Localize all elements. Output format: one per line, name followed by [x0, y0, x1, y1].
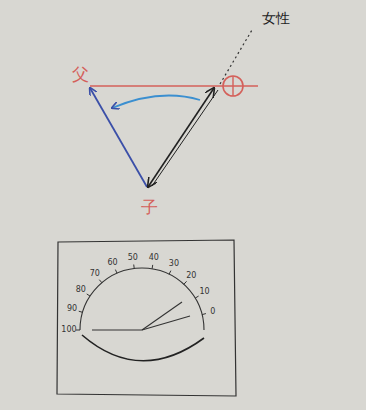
scale-number: 100: [61, 326, 76, 334]
scale-tick: [152, 265, 154, 269]
scale-number: 30: [169, 260, 179, 268]
scale-number: 80: [76, 286, 86, 294]
annotation-text: 女性: [262, 11, 290, 25]
vertex-label: 父: [72, 66, 89, 83]
scale-tick: [202, 313, 206, 315]
scale-tick: [133, 265, 135, 269]
scale-number: 20: [186, 272, 196, 280]
scale-tick: [195, 296, 198, 298]
scale-tick: [115, 270, 117, 274]
scale-tick: [99, 280, 102, 283]
scale-tick: [79, 311, 83, 312]
scale-number: 10: [200, 288, 210, 296]
scale-number: 90: [67, 305, 77, 313]
scale-tick: [87, 294, 90, 296]
scale-number: 40: [149, 254, 159, 262]
scale-number: 70: [90, 270, 100, 278]
scale-number: 60: [107, 259, 117, 267]
scale-tick: [169, 271, 171, 275]
scale-tick: [184, 281, 187, 284]
scale-number: 50: [128, 254, 138, 262]
vertex-label: 子: [141, 199, 158, 216]
scale-number: 0: [210, 308, 215, 316]
